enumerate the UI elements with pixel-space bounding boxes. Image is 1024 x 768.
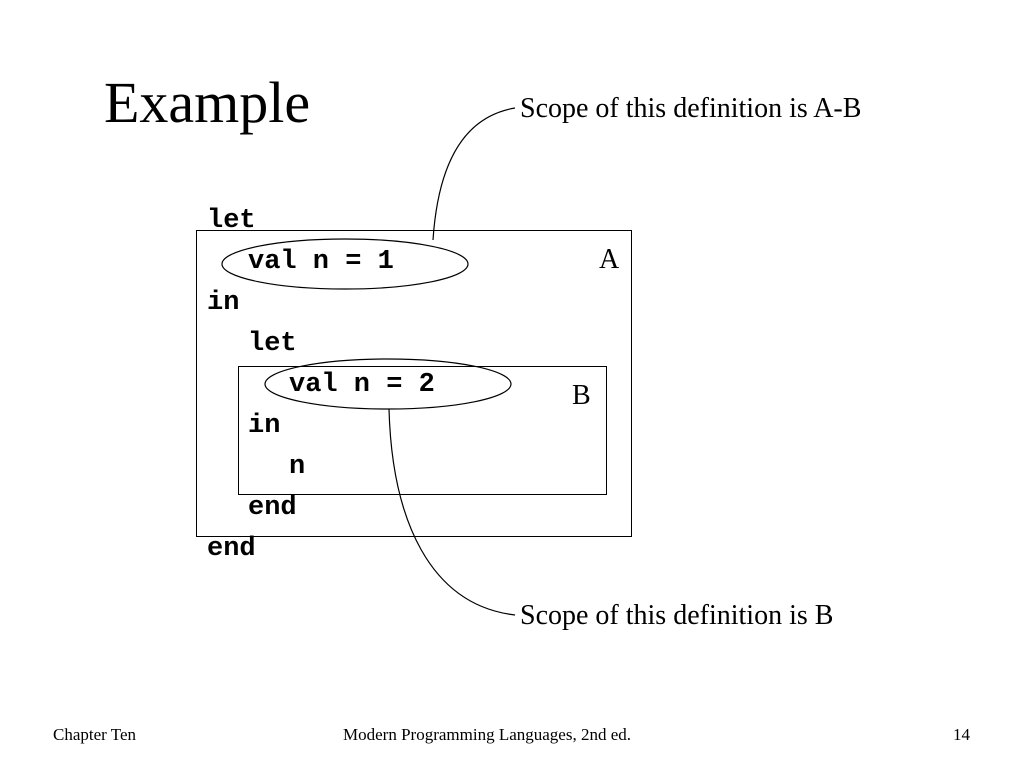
footer-chapter: Chapter Ten	[53, 725, 136, 744]
code-line-2: val n = 1	[248, 247, 394, 277]
box-b-label: B	[572, 380, 591, 411]
code-line-9: end	[207, 534, 256, 564]
callout-scope-a-b: Scope of this definition is A-B	[520, 93, 862, 124]
code-line-3: in	[207, 288, 240, 318]
code-line-5: val n = 2	[289, 370, 435, 400]
box-a-label: A	[599, 244, 620, 275]
callout-top-connector	[432, 107, 516, 241]
footer-book-title: Modern Programming Languages, 2nd ed.	[343, 725, 631, 744]
callout-bottom-connector	[388, 408, 516, 616]
code-line-8: end	[248, 493, 297, 523]
callout-scope-b: Scope of this definition is B	[520, 600, 834, 631]
footer-page-number: 14	[953, 725, 970, 744]
definition-ellipse-outer	[221, 238, 469, 290]
code-line-1: let	[207, 206, 256, 236]
definition-ellipse-inner	[264, 358, 512, 410]
slide-title: Example	[104, 70, 311, 135]
scope-box-b	[238, 366, 607, 495]
code-line-6: in	[248, 411, 281, 441]
code-line-4: let	[248, 329, 297, 359]
code-line-7: n	[289, 452, 306, 482]
